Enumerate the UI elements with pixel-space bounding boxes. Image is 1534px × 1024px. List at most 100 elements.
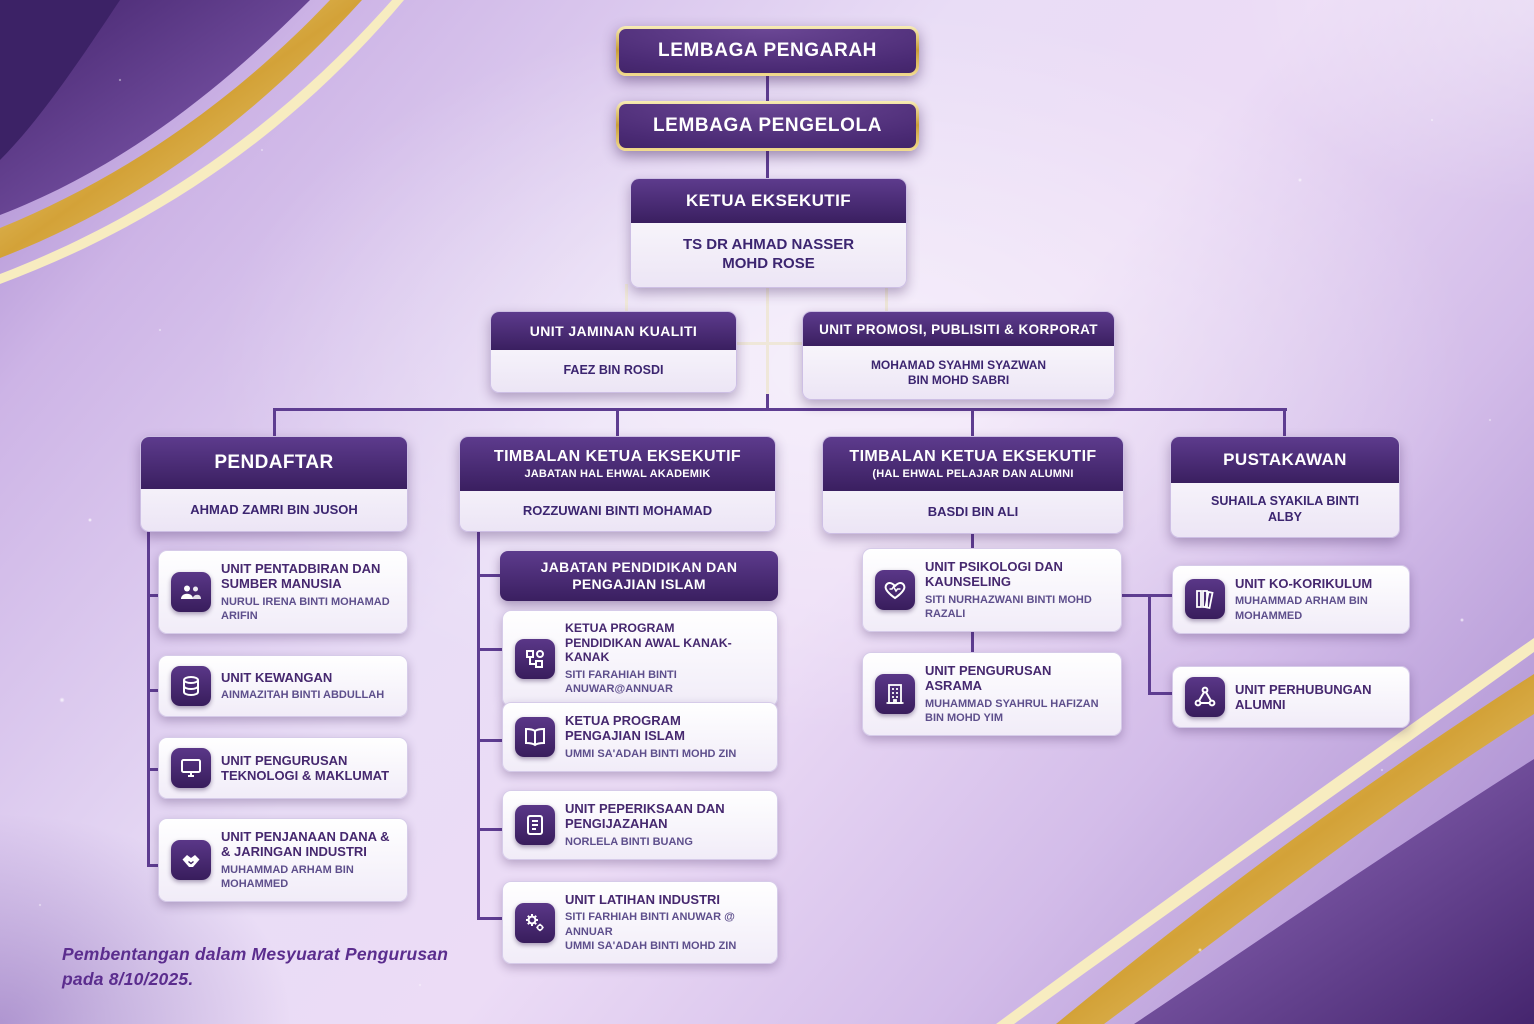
node-title: KETUA EKSEKUTIF [631,179,906,223]
unit-title-line: PENDIDIKAN AWAL KANAK-KANAK [565,635,732,665]
unit-title-line: UNIT PENJANAAN DANA & [221,829,390,844]
node-person: FAEZ BIN ROSDI [563,363,664,378]
unit-title-line: PENGIJAZAHAN [565,816,668,832]
node-person: BASDI BIN ALI [927,503,1019,519]
unit-penjanaan-dana-jaringan-industri: UNIT PENJANAAN DANA && JARINGAN INDUSTRI… [158,818,408,903]
unit-title-line: UNIT PENGURUSAN [221,752,348,768]
connector [1148,594,1151,695]
unit-title-line: TEKNOLOGI & MAKLUMAT [221,768,390,783]
node-title: UNIT PROMOSI, PUBLISITI & KORPORAT [803,312,1114,346]
unit-person-name: UMMI SA'ADAH BINTI MOHD ZIN [565,939,737,952]
node-title-text: TIMBALAN KETUA EKSEKUTIF [493,448,742,465]
node-subtitle-text: JABATAN HAL EHWAL AKADEMIK [524,468,711,480]
handshake-icon [171,840,211,881]
footnote: Pembentangan dalam Mesyuarat Pengurusan … [62,942,448,993]
unit-person-name: SITI NURHAZWANI BINTI MOHD RAZALI [925,593,1092,620]
node-title: LEMBAGA PENGELOLA [619,104,916,148]
connector [1283,408,1286,438]
unit-person-name: NURUL IRENA BINTI MOHAMAD ARIFIN [221,595,390,622]
connector [625,284,628,313]
document-icon [515,804,555,845]
connector [737,342,802,345]
unit-title-line: UNIT PENTADBIRAN DAN [221,561,381,576]
gold-ribbon-bottom-right [996,638,1534,1024]
unit-title-line: UNIT PERHUBUNGAN [1235,681,1372,697]
connector [477,528,480,920]
node-title-text: TIMBALAN KETUA EKSEKUTIF [849,448,1097,465]
unit-title-line: ALUMNI [1235,697,1286,712]
node-person: MOHAMAD SYAHMI SYAZWAN BIN MOHD SABRI [870,357,1047,387]
unit-person-name: NORLELA BINTI BUANG [565,835,693,848]
node-unit-jaminan-kualiti: UNIT JAMINAN KUALITI FAEZ BIN ROSDI [490,311,737,393]
unit-text: UNIT LATIHAN INDUSTRI SITI FARHIAH BINTI… [565,892,765,953]
connector [477,828,505,831]
node-title-text: PUSTAKAWAN [1223,450,1347,469]
gold-ribbon-top-left [0,0,404,284]
unit-kewangan: UNIT KEWANGAN AINMAZITAH BINTI ABDULLAH [158,655,408,717]
unit-text: UNIT PENJANAAN DANA && JARINGAN INDUSTRI… [221,829,395,891]
connector [885,284,888,313]
unit-title-line: PENGAJIAN ISLAM [565,728,685,744]
node-title: TIMBALAN KETUA EKSEKUTIF JABATAN HAL EHW… [460,437,775,491]
connector [766,284,769,396]
heart-care-icon [875,570,915,611]
node-person: SUHAILA SYAKILA BINTI ALBY [1211,494,1359,524]
node-ketua-eksekutif: KETUA EKSEKUTIF TS DR AHMAD NASSER MOHD … [630,178,907,288]
building-icon [875,674,915,715]
unit-title-line: UNIT PENGURUSAN [925,663,1052,678]
unit-title-line: & JARINGAN INDUSTRI [221,844,367,860]
node-person: TS DR AHMAD NASSER MOHD ROSE [682,236,855,272]
node-title-text: PENDAFTAR [214,452,334,473]
books-icon [1185,579,1225,620]
unit-title-line: UNIT LATIHAN INDUSTRI [565,892,721,907]
node-subtitle-text: (HAL EHWAL PELAJAR DAN ALUMNI [872,468,1074,480]
open-book-icon [515,716,555,757]
node-title-text: KETUA EKSEKUTIF [686,191,851,210]
connector [616,408,619,438]
unit-person-name: MUHAMMAD SYAHRUL HAFIZAN BIN MOHD YIM [925,697,1099,724]
blocks-icon [515,638,555,679]
unit-title-line: UNIT KEWANGAN [221,669,333,685]
footnote-line2: pada 8/10/2025. [62,969,194,990]
node-title-text: UNIT PROMOSI, PUBLISITI & KORPORAT [819,321,1098,337]
unit-text: UNIT KO-KORIKULUM MUHAMMAD ARHAM BIN MOH… [1235,576,1397,623]
footnote-line1: Pembentangan dalam Mesyuarat Pengurusan [62,944,449,964]
unit-person-name: MUHAMMAD ARHAM BIN MOHAMMED [221,863,354,890]
node-jabatan-pendidikan-pengajian-islam: JABATAN PENDIDIKAN DAN PENGAJIAN ISLAM [500,551,778,601]
connector [477,739,505,742]
node-title-text: UNIT JAMINAN KUALITI [529,323,698,339]
connector [477,917,505,920]
node-timbalan-ketua-eksekutif-akademik: TIMBALAN KETUA EKSEKUTIF JABATAN HAL EHW… [459,436,776,532]
node-person: ROZZUWANI BINTI MOHAMAD [522,502,713,518]
node-title: TIMBALAN KETUA EKSEKUTIF (HAL EHWAL PELA… [823,437,1123,491]
connector [971,408,974,438]
unit-title-line: KAUNSELING [925,574,1011,590]
unit-title-line: UNIT PEPERIKSAAN DAN [565,801,725,816]
unit-latihan-industri: UNIT LATIHAN INDUSTRI SITI FARHIAH BINTI… [502,881,778,965]
node-lembaga-pengelola: LEMBAGA PENGELOLA [616,101,919,151]
node-person: AHMAD ZAMRI BIN JUSOH [190,501,358,517]
unit-title-line: UNIT PSIKOLOGI DAN [925,559,1063,574]
connector [273,408,276,438]
unit-title-line: UNIT KO-KORIKULUM [1235,576,1373,591]
node-timbalan-ketua-eksekutif-pelajar-alumni: TIMBALAN KETUA EKSEKUTIF (HAL EHWAL PELA… [822,436,1124,534]
unit-title-line: KETUA PROGRAM [565,713,681,728]
unit-person-name: UMMI SA'ADAH BINTI MOHD ZIN [565,747,737,760]
coins-icon [171,666,211,706]
node-title: LEMBAGA PENGARAH [619,29,916,73]
unit-text: UNIT KEWANGAN AINMAZITAH BINTI ABDULLAH [221,670,395,703]
